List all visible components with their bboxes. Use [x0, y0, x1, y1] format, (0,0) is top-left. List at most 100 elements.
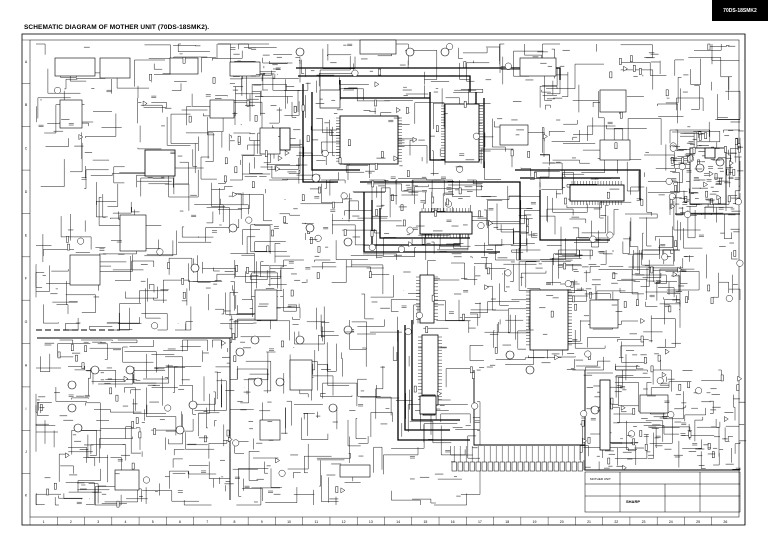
wire	[183, 500, 212, 506]
label-mark	[672, 146, 680, 148]
label-mark	[255, 74, 266, 75]
label-mark	[448, 191, 453, 193]
wire	[243, 352, 269, 381]
wire	[576, 360, 611, 367]
label-mark	[360, 58, 368, 60]
resistor	[153, 428, 156, 435]
transistor	[590, 405, 600, 415]
wire	[618, 447, 636, 452]
wire	[540, 238, 566, 260]
label-mark	[409, 478, 415, 480]
label-mark	[304, 223, 314, 225]
wire	[144, 240, 174, 257]
wire	[458, 47, 463, 59]
wire	[194, 380, 227, 411]
label-mark	[349, 410, 356, 412]
wire	[596, 290, 626, 300]
label-mark	[603, 467, 610, 469]
label-mark	[255, 96, 264, 97]
wire	[301, 417, 329, 440]
wire	[124, 387, 136, 411]
label-mark	[122, 405, 129, 407]
wire	[246, 236, 256, 254]
label-mark	[687, 126, 691, 128]
wire	[734, 442, 741, 454]
wire	[112, 201, 132, 214]
label-mark	[625, 349, 635, 351]
diode	[123, 375, 129, 382]
wire	[245, 271, 276, 283]
ruler-letter: H	[25, 363, 28, 367]
wire	[130, 389, 141, 394]
label-mark	[546, 294, 554, 296]
wire	[539, 85, 558, 108]
wire	[283, 288, 297, 312]
wire	[641, 249, 660, 258]
resistor	[434, 209, 437, 217]
label-mark	[267, 401, 272, 403]
wire	[90, 173, 145, 176]
label-mark	[641, 418, 648, 420]
wire	[65, 318, 79, 331]
transistor	[90, 365, 100, 375]
resistor	[271, 229, 274, 237]
wire	[137, 147, 162, 150]
wire	[163, 279, 190, 303]
wire	[485, 285, 509, 311]
label-mark	[259, 303, 269, 305]
wire	[292, 316, 300, 320]
wire	[56, 304, 69, 314]
label-mark	[336, 109, 344, 111]
label-mark	[546, 98, 555, 100]
label-mark	[474, 303, 481, 305]
connector-pin	[505, 461, 511, 472]
label-mark	[709, 193, 717, 195]
wire	[40, 353, 51, 372]
label-mark	[159, 419, 165, 421]
label-mark	[152, 384, 160, 386]
label-mark	[692, 139, 697, 140]
label-mark	[566, 369, 576, 371]
label-mark	[344, 198, 353, 200]
label-mark	[731, 258, 738, 260]
transistor	[151, 322, 159, 330]
resistor	[674, 185, 677, 192]
wire	[361, 293, 374, 320]
wire	[163, 340, 188, 351]
connector-pin	[571, 461, 577, 472]
wire	[349, 320, 367, 350]
wire	[689, 206, 697, 216]
transistor	[477, 222, 485, 230]
ic-chip	[639, 394, 669, 414]
wire	[455, 401, 481, 430]
transistor	[456, 165, 464, 173]
wire	[326, 342, 337, 372]
wire	[236, 368, 268, 394]
wire	[405, 50, 438, 80]
label-mark	[683, 74, 689, 76]
wire	[133, 364, 169, 384]
wire	[572, 136, 578, 141]
resistor	[431, 196, 435, 204]
label-mark	[542, 333, 548, 335]
wire	[304, 455, 332, 474]
label-mark	[662, 415, 668, 417]
transistor	[504, 62, 512, 70]
label-mark	[525, 79, 534, 81]
label-mark	[678, 149, 687, 151]
label-mark	[688, 192, 699, 194]
label-mark	[645, 151, 649, 153]
label-mark	[321, 369, 331, 370]
label-mark	[290, 454, 299, 456]
wire	[217, 43, 249, 48]
diode	[543, 133, 548, 140]
label-mark	[451, 461, 455, 463]
ic-chip	[114, 469, 140, 491]
label-mark	[520, 276, 524, 278]
wire	[575, 287, 582, 291]
label-mark	[615, 311, 623, 312]
wire	[540, 154, 550, 161]
resistor	[526, 226, 529, 233]
ruler-letter: G	[25, 320, 28, 324]
wire	[208, 440, 228, 459]
